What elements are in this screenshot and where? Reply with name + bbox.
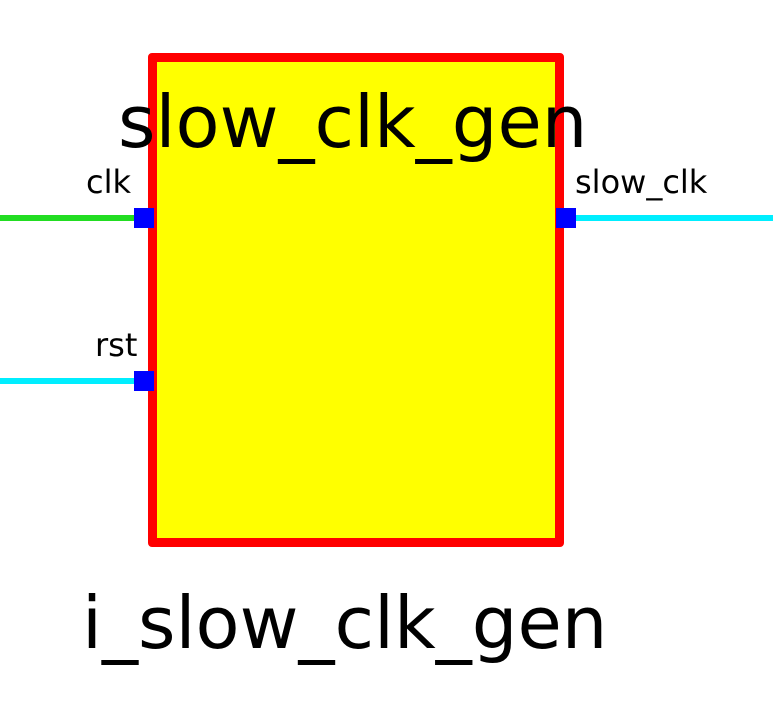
clk-wire <box>0 215 145 221</box>
clk-port-label: clk <box>86 163 132 201</box>
slow-clk-pin[interactable] <box>556 208 576 228</box>
rst-port-label: rst <box>95 326 138 364</box>
slow-clk-wire <box>567 215 773 221</box>
module-name: slow_clk_gen <box>118 80 588 164</box>
clk-pin[interactable] <box>134 208 154 228</box>
instance-name: i_slow_clk_gen <box>82 581 608 665</box>
rst-wire <box>0 378 145 384</box>
slow-clk-port-label: slow_clk <box>575 163 708 201</box>
module-block[interactable] <box>148 53 564 547</box>
rst-pin[interactable] <box>134 371 154 391</box>
